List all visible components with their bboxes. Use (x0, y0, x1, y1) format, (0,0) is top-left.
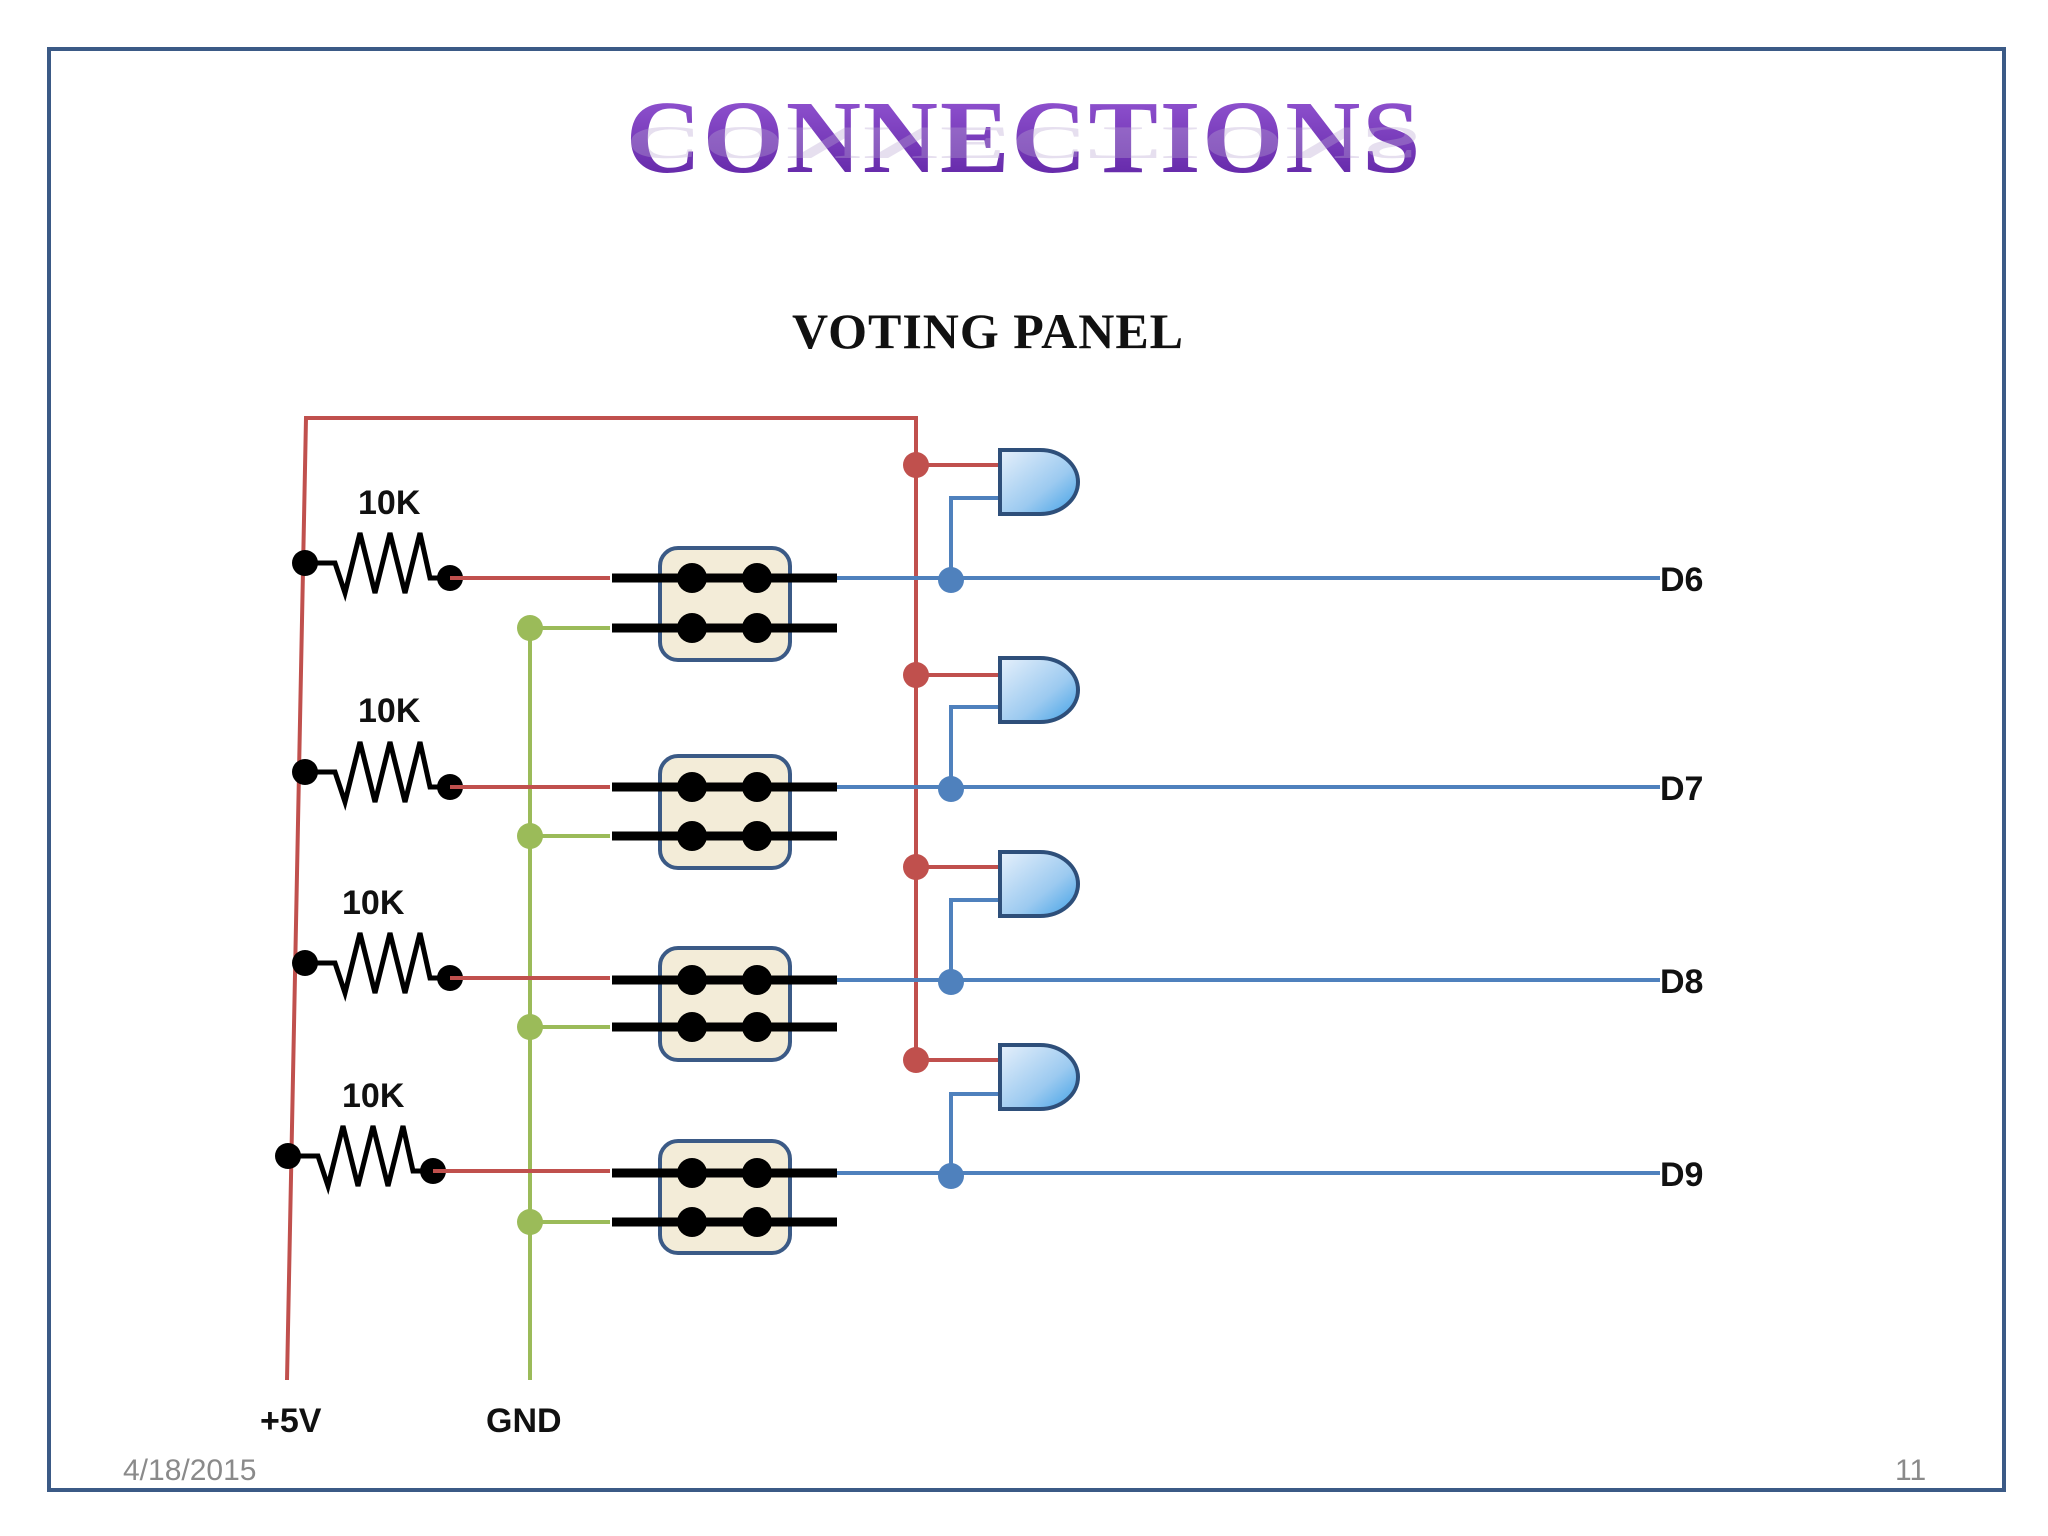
resistor-4 (288, 1125, 433, 1195)
and-gate-1 (998, 448, 1080, 516)
output-label-d7: D7 (1660, 770, 1703, 808)
footer-page-number: 11 (1895, 1454, 1927, 1487)
power-junction (903, 1047, 929, 1073)
resistor-label-2: 10K (358, 692, 421, 730)
gate-input-wire (949, 898, 1000, 982)
slide-title: CONNECTIONS (0, 78, 2048, 197)
ground-junction (517, 1014, 543, 1040)
output-label-d8: D8 (1660, 963, 1703, 1001)
resistor-node (292, 550, 318, 576)
resistor-3 (305, 932, 450, 1002)
gate-input-wire (949, 496, 1000, 580)
push-button-switch-3 (612, 946, 837, 1062)
resistor-node (275, 1143, 301, 1169)
slide-frame (47, 47, 2006, 1492)
power-junction (903, 854, 929, 880)
input-row-d9 (275, 1043, 1660, 1255)
ground-label: GND (486, 1402, 562, 1440)
input-row-d8 (292, 850, 1660, 1062)
resistor-node (292, 759, 318, 785)
resistor-2 (305, 741, 450, 811)
and-gate-2 (998, 656, 1080, 724)
resistor-node (292, 950, 318, 976)
ground-junction (517, 823, 543, 849)
resistor-label-3: 10K (342, 884, 405, 922)
input-row-d6 (292, 448, 1660, 662)
and-gate-4 (998, 1043, 1080, 1111)
output-label-d6: D6 (1660, 561, 1703, 599)
output-label-d9: D9 (1660, 1156, 1703, 1194)
ground-junction (517, 615, 543, 641)
resistor-label-4: 10K (342, 1077, 405, 1115)
power-rail-wire (285, 416, 918, 1381)
diagram-subtitle: VOTING PANEL (791, 303, 1185, 359)
push-button-switch-2 (612, 754, 837, 870)
and-gate-3 (998, 850, 1080, 918)
push-button-switch-4 (612, 1139, 837, 1255)
input-row-d7 (292, 656, 1660, 870)
ground-junction (517, 1209, 543, 1235)
footer-date: 4/18/2015 (123, 1454, 257, 1487)
power-label: +5V (260, 1402, 322, 1440)
gate-input-wire (949, 705, 1000, 789)
gate-input-wire (949, 1092, 1000, 1176)
resistor-label-1: 10K (358, 484, 421, 522)
resistor-1 (305, 532, 450, 602)
power-junction (903, 452, 929, 478)
push-button-switch-1 (612, 546, 837, 662)
power-junction (903, 662, 929, 688)
